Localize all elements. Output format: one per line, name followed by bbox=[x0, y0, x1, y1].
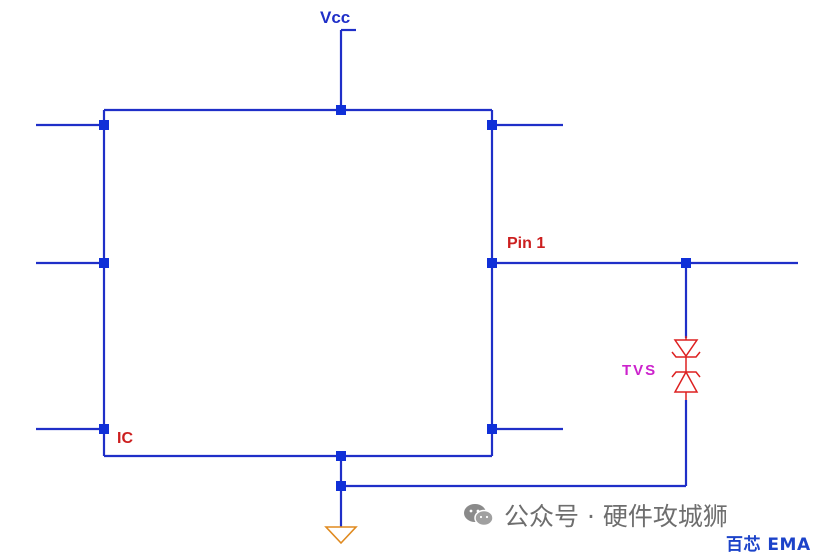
vcc-label: Vcc bbox=[320, 8, 350, 27]
tvs-diode bbox=[671, 336, 701, 400]
junction-dot bbox=[487, 424, 497, 434]
ic-body bbox=[102, 108, 494, 458]
junction-dot bbox=[99, 120, 109, 130]
junction-dot bbox=[336, 451, 346, 461]
junction-dot bbox=[487, 120, 497, 130]
tvs-label: TVS bbox=[622, 362, 657, 379]
watermark-text: 公众号 · 硬件攻城狮 bbox=[504, 502, 728, 531]
junction-dot bbox=[99, 424, 109, 434]
junction-dot bbox=[336, 105, 346, 115]
vcc-supply bbox=[339, 28, 356, 110]
pin1-label: Pin 1 bbox=[507, 235, 545, 252]
junction-dot bbox=[487, 258, 497, 268]
junction-dot bbox=[336, 481, 346, 491]
junction-dot bbox=[681, 258, 691, 268]
watermark: 公众号 · 硬件攻城狮 bbox=[462, 498, 728, 532]
left-pins bbox=[36, 123, 104, 431]
wechat-icon bbox=[464, 504, 494, 527]
junction-dots bbox=[99, 105, 691, 491]
brand-logo-text: 百芯 EMA bbox=[726, 535, 811, 555]
ic-label: IC bbox=[117, 430, 133, 447]
right-pins bbox=[492, 123, 563, 431]
tvs-branch bbox=[341, 263, 688, 488]
junction-dot bbox=[99, 258, 109, 268]
ground-symbol bbox=[324, 526, 358, 545]
